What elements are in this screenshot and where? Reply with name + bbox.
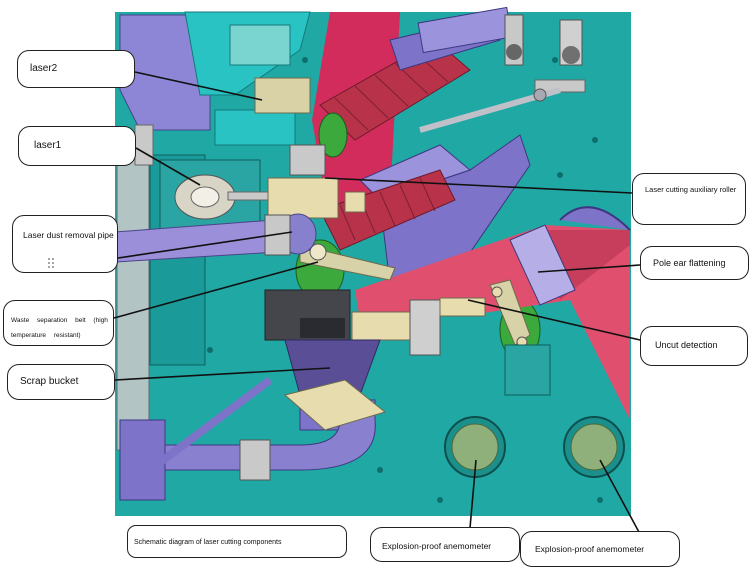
- callout-anemometer-1: Explosion-proof anemometer: [370, 527, 520, 562]
- callout-scrap-bucket: Scrap bucket: [7, 364, 115, 400]
- callout-auxiliary-roller: Laser cutting auxiliary roller: [632, 173, 746, 225]
- uncut-detection-sensor: [351, 311, 413, 341]
- anemometer-2: [570, 423, 618, 471]
- label-pole-ear-flattening: Pole ear flattening: [653, 258, 726, 268]
- leader-lines: [113, 71, 641, 535]
- label-uncut-detection: Uncut detection: [655, 340, 718, 350]
- callout-laser1: laser1: [18, 126, 136, 166]
- callout-anemometer-2: Explosion-proof anemometer: [520, 531, 680, 567]
- label-dust-removal-pipe: Laser dust removal pipe: [23, 230, 114, 240]
- label-waste-separation-belt: Waste separation belt (high temperature …: [11, 317, 108, 339]
- label-scrap-bucket: Scrap bucket: [20, 376, 79, 387]
- diagram-caption: Schematic diagram of laser cutting compo…: [127, 525, 347, 558]
- label-anemometer-2: Explosion-proof anemometer: [535, 544, 645, 554]
- callout-dust-removal-pipe: Laser dust removal pipe: [12, 215, 118, 273]
- grip-dots-icon: [48, 258, 54, 268]
- callout-laser2: laser2: [17, 50, 135, 88]
- label-auxiliary-roller: Laser cutting auxiliary roller: [645, 185, 737, 194]
- label-laser1: laser1: [34, 140, 62, 151]
- caption-text: Schematic diagram of laser cutting compo…: [134, 539, 282, 546]
- left-column: [116, 149, 150, 451]
- label-anemometer-1: Explosion-proof anemometer: [382, 541, 492, 551]
- callout-uncut-detection: Uncut detection: [640, 326, 748, 366]
- label-laser2: laser2: [30, 63, 58, 74]
- callout-waste-separation-belt: Waste separation belt (high temperature …: [3, 300, 114, 346]
- green-roller-1: [318, 112, 348, 158]
- callout-pole-ear-flattening: Pole ear flattening: [640, 246, 749, 280]
